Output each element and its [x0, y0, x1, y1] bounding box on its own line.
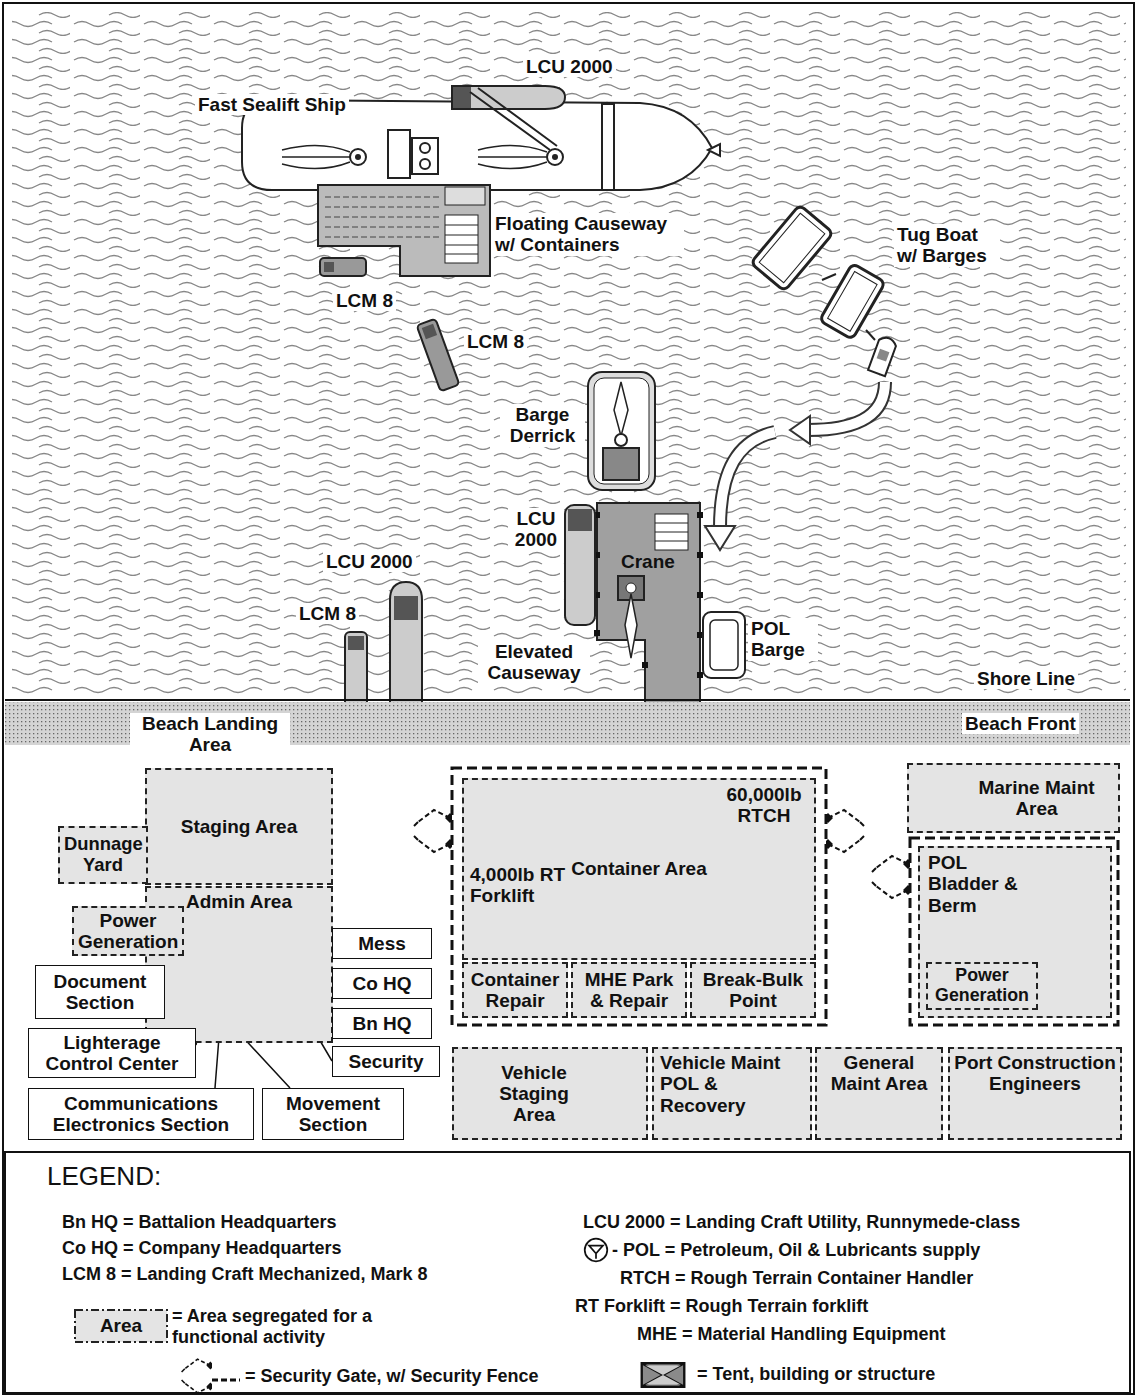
legend-text: MHE = Material Handling Equipment — [637, 1324, 946, 1345]
legend-text: - POL = Petroleum, Oil & Lubricants supp… — [612, 1240, 980, 1261]
mhe-park-area: MHE Park & Repair — [571, 962, 687, 1018]
map-label: LCU 2000 — [523, 56, 616, 77]
map-label: LCM 8 — [333, 290, 396, 311]
map-label: LCU 2000 — [323, 551, 416, 572]
legend-text: Bn HQ = Battalion Headquarters — [62, 1212, 337, 1233]
area-label: Co HQ — [337, 973, 427, 994]
callout-box: Co HQ — [332, 968, 432, 999]
area-label: Communications Electronics Section — [33, 1093, 249, 1136]
area-label: POL Bladder & Berm — [928, 852, 1018, 916]
legend-sample-text: Area — [78, 1315, 164, 1337]
map-label: Crane — [618, 551, 678, 572]
break-bulk-area: Break-Bulk Point — [690, 962, 816, 1018]
area-label: 60,000lb RTCH — [714, 784, 814, 827]
area-label: Container Repair — [468, 969, 562, 1012]
area-label: Vehicle Staging Area — [484, 1062, 584, 1126]
area-label: Port Construction Engineers — [954, 1052, 1116, 1095]
map-label: LCU 2000 — [508, 508, 564, 551]
vehicle-staging-area: Vehicle Staging Area — [452, 1047, 648, 1140]
area-label: Staging Area — [151, 816, 327, 837]
callout-box: Communications Electronics Section — [28, 1088, 254, 1140]
container-area: 60,000lb RTCH Container Area4,000lb RT Fo… — [462, 778, 816, 960]
legend-text: = Area segregated for a functional activ… — [172, 1306, 398, 1347]
marine-maint-area: Marine Maint Area — [907, 763, 1120, 833]
map-label: Floating Causeway w/ Containers — [492, 213, 684, 256]
callout-box: Movement Section — [262, 1088, 404, 1140]
callout-box: Bn HQ — [332, 1008, 432, 1039]
legend-text: = Security Gate, w/ Security Fence — [245, 1366, 539, 1387]
legend-heading: LEGEND: — [44, 1162, 164, 1191]
map-label: LCM 8 — [464, 331, 527, 352]
area-label: 4,000lb RT Forklift — [470, 864, 572, 907]
pol-bladder-area: POL Bladder & BermPower Generation — [918, 846, 1112, 1018]
legend-text: RTCH = Rough Terrain Container Handler — [620, 1268, 973, 1289]
map-label: Beach Landing Area — [130, 713, 290, 756]
staging-area: Staging Area — [145, 768, 333, 885]
area-label: Container Area — [559, 858, 719, 879]
area-label: Break-Bulk Point — [696, 969, 810, 1012]
legend-text: Co HQ = Company Headquarters — [62, 1238, 342, 1259]
area-label: MHE Park & Repair — [577, 969, 681, 1012]
callout-box: Mess — [332, 928, 432, 959]
power-generation-area: Power Generation — [72, 906, 184, 956]
area-label: Lighterage Control Center — [33, 1032, 191, 1075]
area-label: Marine Maint Area — [959, 777, 1114, 820]
callout-box: Lighterage Control Center — [28, 1028, 196, 1078]
area-label: Mess — [337, 933, 427, 954]
map-label: Elevated Causeway — [478, 641, 590, 684]
container-repair-area: Container Repair — [462, 962, 568, 1018]
legend-text: = Tent, building or structure — [697, 1364, 935, 1385]
general-maint-area: General Maint Area — [815, 1047, 943, 1140]
area-label: Power Generation — [78, 910, 178, 953]
callout-box: Security — [332, 1046, 440, 1077]
vehicle-maint-area: Vehicle Maint POL & Recovery — [652, 1047, 812, 1140]
map-label: POL Barge — [748, 618, 818, 661]
callout-box: Document Section — [35, 965, 165, 1019]
legend-text: LCM 8 = Landing Craft Mechanized, Mark 8 — [62, 1264, 428, 1285]
legend-text: LCU 2000 = Landing Craft Utility, Runnym… — [583, 1212, 1020, 1233]
area-label: Dunnage Yard — [64, 834, 142, 875]
area-label: General Maint Area — [821, 1052, 937, 1095]
dunnage-yard: Dunnage Yard — [58, 826, 148, 884]
area-label: Bn HQ — [337, 1013, 427, 1034]
area-label: Vehicle Maint POL & Recovery — [660, 1052, 806, 1116]
power-generation-area: Power Generation — [926, 962, 1038, 1010]
map-label: Fast Sealift Ship — [195, 94, 349, 115]
area-label: Power Generation — [932, 966, 1032, 1006]
area-label: Security — [337, 1051, 435, 1072]
map-label: Barge Derrick — [500, 404, 585, 447]
legend-text: RT Forklift = Rough Terrain forklift — [575, 1296, 868, 1317]
map-label: Beach Front — [962, 713, 1079, 734]
map-label: Shore Line — [974, 668, 1078, 689]
map-label: Tug Boat w/ Barges — [894, 224, 1000, 267]
area-label: Document Section — [40, 971, 160, 1014]
map-label: LCM 8 — [296, 603, 359, 624]
port-construction-area: Port Construction Engineers — [948, 1047, 1122, 1140]
area-label: Movement Section — [267, 1093, 399, 1136]
